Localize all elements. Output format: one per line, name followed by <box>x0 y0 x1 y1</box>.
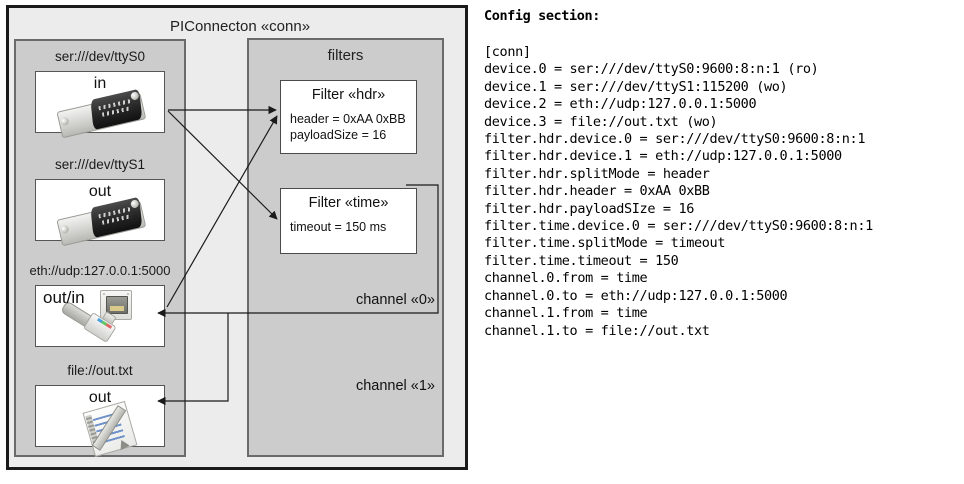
config-line: filter.time.timeout = 150 <box>484 252 679 269</box>
filter-box-time[interactable]: Filter «time» timeout = 150 ms <box>280 188 417 254</box>
serial-port-icon <box>55 195 147 249</box>
config-line: channel.0.to = eth://udp:127.0.0.1:5000 <box>484 287 788 304</box>
config-line: device.2 = eth://udp:127.0.0.1:5000 <box>484 96 757 113</box>
filters-panel-title: filters <box>327 47 364 64</box>
config-line: filter.time.device.0 = ser:///dev/ttyS0:… <box>484 218 873 235</box>
devices-panel: ser:///dev/ttyS0 in ser:///dev/ttyS1 out… <box>14 39 186 458</box>
channel-label-1: channel «1» <box>355 378 435 394</box>
device-box-file[interactable]: out <box>35 385 165 458</box>
device-direction-ttys1: out <box>88 183 112 200</box>
config-line: filter.hdr.payloadSIze = 16 <box>484 200 694 217</box>
serial-port-icon <box>55 87 147 141</box>
device-box-eth[interactable]: out/in <box>35 285 165 347</box>
config-line: filter.hdr.splitMode = header <box>484 165 710 182</box>
connection-diagram: PIConnecton «conn» ser:///dev/ttyS0 in s… <box>0 0 478 484</box>
config-line: device.1 = ser:///dev/ttyS1:115200 (wo) <box>484 78 788 95</box>
diagram-title: PIConnecton «conn» <box>169 18 311 35</box>
device-label-file: file://out.txt <box>67 363 133 378</box>
device-box-ttys0[interactable]: in <box>35 71 165 139</box>
device-label-eth: eth://udp:127.0.0.1:5000 <box>29 263 171 278</box>
filters-panel: filters Filter «hdr» header = 0xAA 0xBB … <box>247 38 444 457</box>
config-line: filter.hdr.device.1 = eth://udp:127.0.0.… <box>484 148 842 165</box>
config-heading: Config section: <box>484 8 600 24</box>
config-line: device.0 = ser:///dev/ttyS0:9600:8:n:1 (… <box>484 61 819 78</box>
config-line: channel.1.to = file://out.txt <box>484 322 710 339</box>
config-line: device.3 = file://out.txt (wo) <box>484 113 718 130</box>
config-line: channel.0.from = time <box>484 270 648 287</box>
config-line: channel.1.from = time <box>484 305 648 322</box>
device-direction-ttys0: in <box>93 75 107 92</box>
ethernet-jack-icon <box>100 290 132 320</box>
config-lines: [conn]device.0 = ser:///dev/ttyS0:9600:8… <box>484 44 873 340</box>
filter-props-time: timeout = 150 ms <box>290 220 387 234</box>
device-label-ttys1: ser:///dev/ttyS1 <box>54 157 146 172</box>
text-file-icon <box>82 400 138 458</box>
device-direction-eth: out/in <box>43 288 85 307</box>
config-line: [conn] <box>484 44 531 60</box>
filter-title-hdr: Filter «hdr» <box>311 87 386 103</box>
device-box-ttys1[interactable]: out <box>35 179 165 247</box>
filter-props-hdr: header = 0xAA 0xBB payloadSize = 16 <box>290 112 406 142</box>
config-line: filter.hdr.device.0 = ser:///dev/ttyS0:9… <box>484 131 866 148</box>
device-direction-file: out <box>88 389 112 406</box>
filter-title-time: Filter «time» <box>308 195 389 211</box>
device-label-ttys0: ser:///dev/ttyS0 <box>54 49 146 64</box>
config-line: filter.time.splitMode = timeout <box>484 235 726 252</box>
config-line: filter.hdr.header = 0xAA 0xBB <box>484 183 710 200</box>
config-section: Config section: [conn]device.0 = ser:///… <box>484 0 964 484</box>
filter-box-hdr[interactable]: Filter «hdr» header = 0xAA 0xBB payloadS… <box>280 80 417 154</box>
channel-label-0: channel «0» <box>355 292 435 308</box>
